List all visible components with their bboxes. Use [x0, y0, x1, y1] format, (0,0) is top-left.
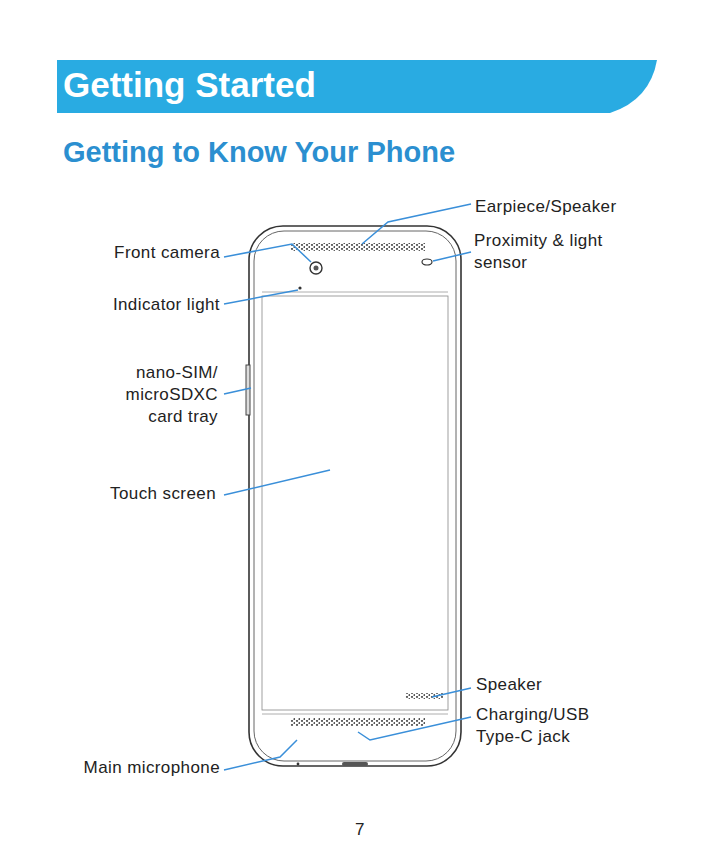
indicator-light: [298, 286, 301, 289]
part-label: Main microphone: [84, 757, 220, 779]
proximity-sensor: [422, 259, 432, 265]
page-title: Getting Started: [63, 64, 316, 106]
bottom-speaker-grill: [290, 718, 425, 726]
leader-line: [358, 717, 471, 740]
touch-screen-area: [262, 296, 448, 710]
section-heading: Getting to Know Your Phone: [63, 134, 455, 170]
phone-bezel: [254, 231, 456, 761]
part-label: Earpiece/Speaker: [475, 196, 617, 218]
part-label: Proximity & light sensor: [474, 230, 624, 274]
bottom-bezel-line: [262, 714, 448, 715]
page-number: 7: [355, 819, 365, 841]
part-label: Indicator light: [113, 294, 220, 316]
leader-line: [432, 688, 471, 697]
leader-line: [224, 244, 311, 262]
part-label: nano-SIM/ microSDXC card tray: [106, 362, 218, 428]
sim-tray: [246, 365, 250, 415]
usb-c-jack: [342, 762, 368, 766]
front-camera-lens: [314, 266, 319, 271]
part-label: Touch screen: [110, 483, 216, 505]
leader-line: [362, 204, 471, 244]
part-label: Speaker: [476, 674, 542, 696]
leader-line: [224, 470, 330, 495]
part-label: Front camera: [114, 242, 220, 264]
main-microphone: [297, 763, 300, 766]
top-speaker-grill: [290, 243, 425, 251]
leader-line: [224, 290, 298, 304]
part-label: Charging/USB Type-C jack: [476, 704, 618, 748]
leader-line: [224, 740, 297, 770]
phone-body: [249, 226, 461, 766]
title-banner: [57, 60, 657, 113]
leader-line: [433, 252, 471, 261]
leader-line: [224, 388, 251, 394]
front-camera: [310, 262, 322, 274]
